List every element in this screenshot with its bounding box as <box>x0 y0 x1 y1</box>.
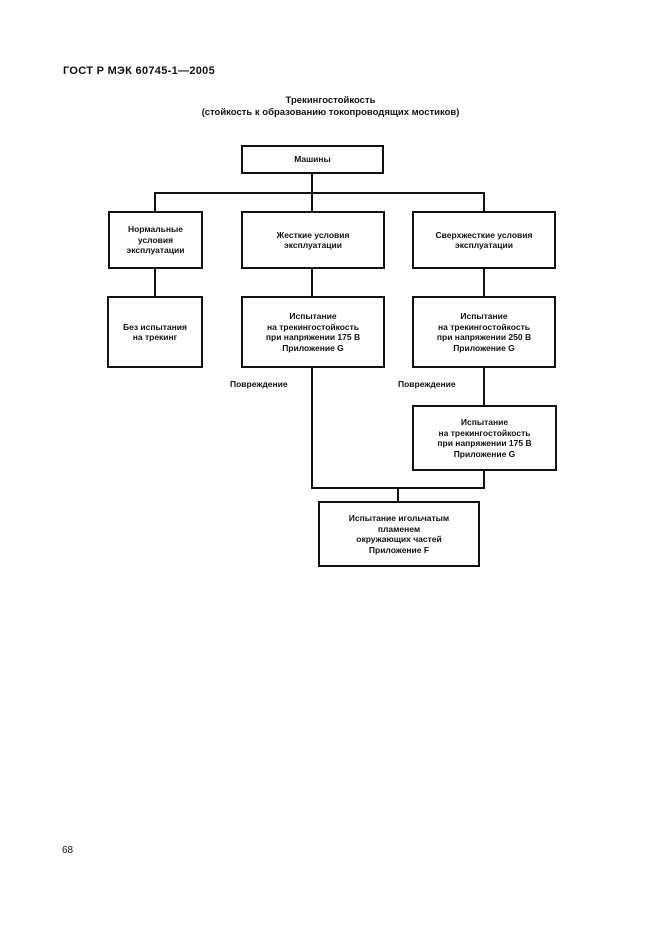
connector-extra-to-test250 <box>483 269 485 296</box>
figure-title: Трекингостойкость (стойкость к образован… <box>201 95 460 118</box>
node-tracking-test-175v-after-damage: Испытание на трекингостойкость при напря… <box>412 405 557 471</box>
connector-test175b-down <box>483 471 485 489</box>
document-header: ГОСТ Р МЭК 60745-1—2005 <box>63 65 215 77</box>
connector-top-branch <box>154 192 485 194</box>
page-number: 68 <box>62 845 74 856</box>
connector-stub-right <box>483 192 485 211</box>
node-normal-conditions: Нормальные условия эксплуатации <box>108 211 203 269</box>
node-no-tracking-test: Без испытания на трекинг <box>107 296 203 368</box>
connector-test250-to-test175b <box>483 368 485 405</box>
node-needle-flame-test: Испытание игольчатым пламенем окружающих… <box>318 501 480 567</box>
connector-stub-left <box>154 192 156 211</box>
connector-to-needle-test <box>397 487 399 501</box>
damage-label-right: Повреждение <box>398 379 456 389</box>
connector-test175-down <box>311 368 313 489</box>
node-tracking-test-250v: Испытание на трекингостойкость при напря… <box>412 296 556 368</box>
node-machines: Машины <box>241 145 384 174</box>
node-extra-severe-conditions: Сверхжесткие условия эксплуатации <box>412 211 556 269</box>
connector-normal-to-notest <box>154 269 156 296</box>
connector-severe-to-test175 <box>311 269 313 296</box>
node-severe-conditions: Жесткие условия эксплуатации <box>241 211 385 269</box>
node-tracking-test-175v: Испытание на трекингостойкость при напря… <box>241 296 385 368</box>
damage-label-left: Повреждение <box>230 379 288 389</box>
